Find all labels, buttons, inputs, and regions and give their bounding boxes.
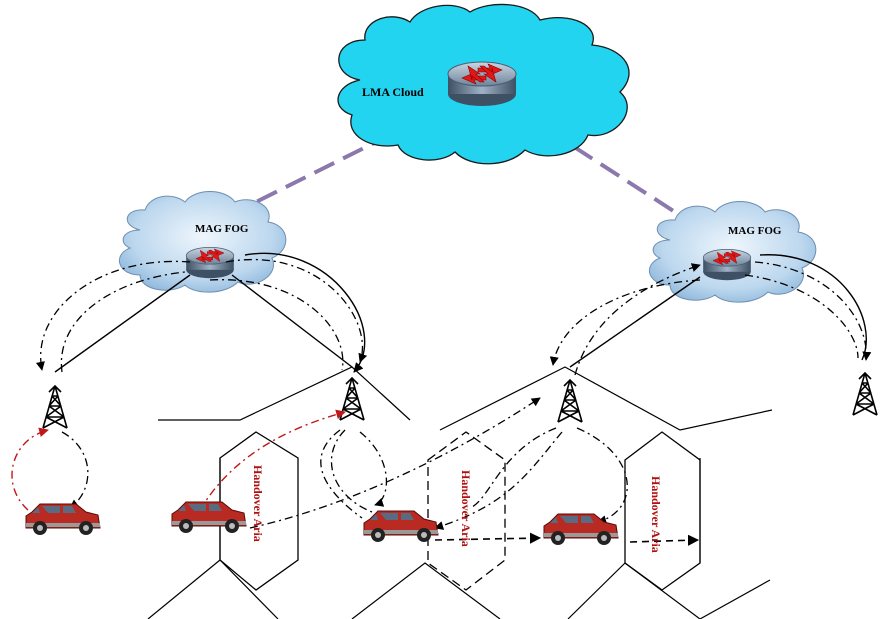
mag-fog-left-label: MAG FOG: [195, 223, 249, 235]
router-icon: [447, 61, 517, 107]
handover-area-1: [219, 431, 299, 591]
vehicles: [25, 501, 619, 546]
mag-fog-left: MAG FOG: [118, 191, 287, 293]
antenna-tower-icon: [42, 385, 68, 429]
car-icon: [25, 503, 101, 536]
handover-label-3: Handover Aria: [649, 476, 663, 553]
antenna-tower-icon: [339, 377, 365, 421]
router-icon: [185, 247, 235, 279]
handover-label-2: Handover Aria: [459, 470, 473, 547]
handover-areas: [219, 431, 701, 591]
signaling-arcs: [35, 259, 872, 376]
handover-labels: Handover Aria Handover Aria Handover Ari…: [251, 465, 663, 553]
cell-grid: [147, 366, 773, 619]
mag-fog-right: MAG FOG: [648, 201, 817, 303]
handover-label-1: Handover Aria: [251, 465, 265, 542]
movement-arrows: [434, 532, 700, 546]
car-tower-red-arcs: [11, 409, 346, 511]
cloud-icon: [118, 191, 287, 293]
tower-car-arcs: [61, 397, 628, 530]
lma-cloud-label: LMA Cloud: [362, 85, 424, 99]
lma-cloud: LMA Cloud: [337, 3, 630, 165]
antenna-tower-icon: [557, 379, 583, 423]
handover-area-2: [427, 431, 506, 591]
car-icon: [171, 501, 247, 534]
handover-area-3: [624, 431, 701, 591]
mag-fog-right-label: MAG FOG: [728, 225, 782, 237]
car-icon: [363, 510, 439, 543]
router-icon: [702, 249, 752, 281]
antenna-tower-icon: [852, 372, 878, 416]
